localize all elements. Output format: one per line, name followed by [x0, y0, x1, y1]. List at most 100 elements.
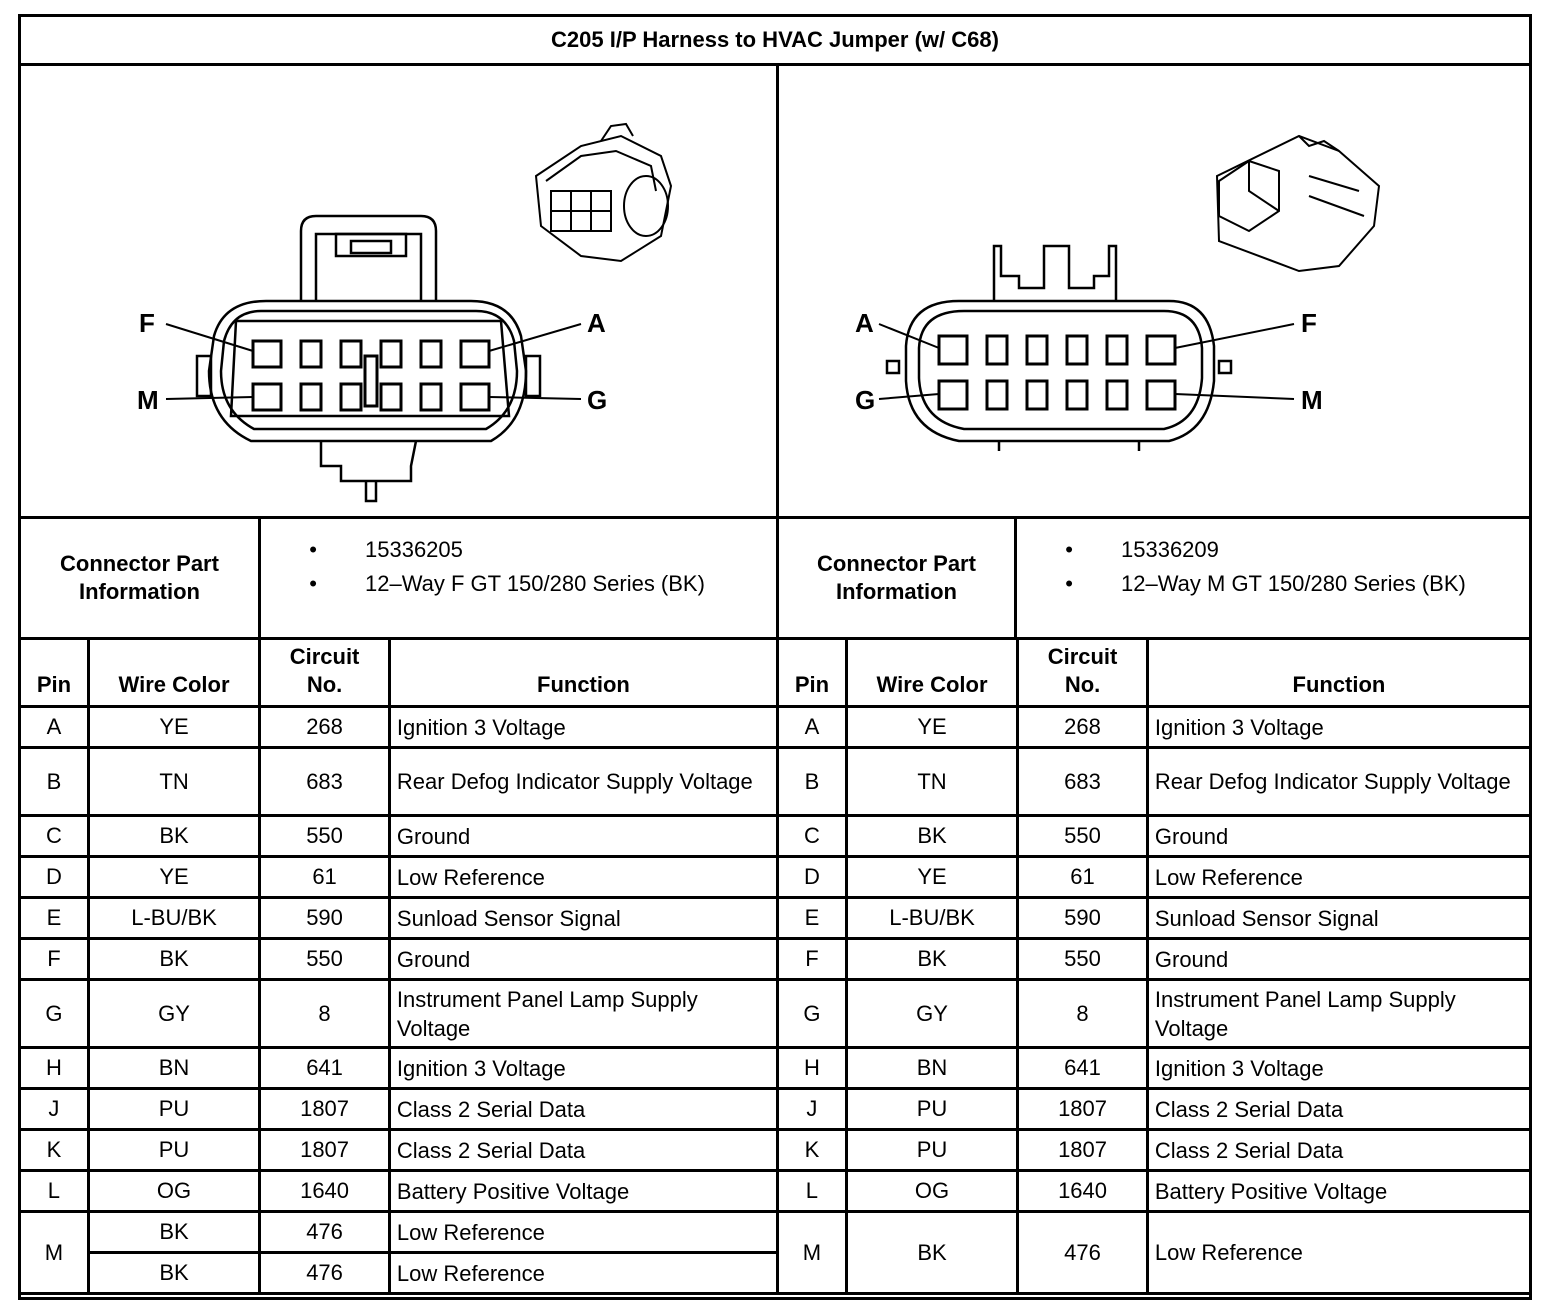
cell-circuit: 61	[1016, 855, 1149, 899]
cell-circuit: 550	[1016, 814, 1149, 858]
cell-function: Instrument Panel Lamp Supply Voltage	[387, 978, 780, 1049]
pin-label-bottom-left: M	[137, 385, 159, 415]
cell-color: PU	[844, 1128, 1020, 1172]
cell-pin: F	[776, 937, 848, 981]
cell-function: Battery Positive Voltage	[1145, 1169, 1533, 1213]
pin-label-bottom-right: G	[587, 385, 607, 415]
cell-color: YE	[844, 705, 1020, 749]
cell-function: Rear Defog Indicator Supply Voltage	[387, 746, 780, 817]
info-list-left: •15336205 •12–Way F GT 150/280 Series (B…	[261, 519, 779, 637]
cell-circuit: 683	[258, 746, 391, 817]
cell-pin: F	[18, 937, 90, 981]
cell-pin: H	[18, 1046, 90, 1090]
part-number-item: •15336205	[309, 537, 463, 562]
cell-function: Low Reference	[1145, 855, 1533, 899]
cell-color: GY	[844, 978, 1020, 1049]
male-pin-cavities	[937, 334, 1177, 411]
cell-function: Low Reference	[387, 855, 780, 899]
cell-color: BK	[86, 1251, 262, 1295]
cell-circuit: 476	[1016, 1210, 1149, 1295]
cell-color: OG	[844, 1169, 1020, 1213]
cell-function: Low Reference	[1145, 1210, 1533, 1295]
header-wire-color: Wire Color	[844, 637, 1020, 708]
female-connector-drawing: F A M G	[137, 122, 673, 503]
female-connector-thumbnail	[534, 122, 673, 263]
cell-circuit: 1807	[258, 1087, 391, 1131]
diagram-title: C205 I/P Harness to HVAC Jumper (w/ C68)	[21, 17, 1529, 66]
cell-pin: H	[776, 1046, 848, 1090]
cell-color: PU	[86, 1087, 262, 1131]
cell-pin: J	[776, 1087, 848, 1131]
connector-art-female: F A M G	[21, 66, 779, 516]
cell-circuit: 550	[258, 814, 391, 858]
cell-pin: C	[18, 814, 90, 858]
cell-color: BK	[844, 1210, 1020, 1295]
cell-pin: M	[18, 1210, 90, 1295]
cell-pin: J	[18, 1087, 90, 1131]
cell-color: YE	[86, 855, 262, 899]
cell-color: BN	[844, 1046, 1020, 1090]
connector-art-male: A F G M	[779, 66, 1529, 516]
cell-color: TN	[844, 746, 1020, 817]
part-number: 15336205	[365, 537, 463, 562]
cell-circuit: 1807	[1016, 1128, 1149, 1172]
cell-color: PU	[86, 1128, 262, 1172]
cell-function: Ground	[1145, 814, 1533, 858]
cell-color: BN	[86, 1046, 262, 1090]
cell-function: Class 2 Serial Data	[387, 1128, 780, 1172]
cell-pin: A	[776, 705, 848, 749]
cell-function: Class 2 Serial Data	[1145, 1087, 1533, 1131]
pin-label-top-left: F	[139, 308, 155, 338]
cell-color: YE	[86, 705, 262, 749]
cell-pin: B	[18, 746, 90, 817]
cell-pin: D	[776, 855, 848, 899]
cell-pin: K	[18, 1128, 90, 1172]
cell-function: Ground	[387, 814, 780, 858]
cell-pin: C	[776, 814, 848, 858]
cell-pin: K	[776, 1128, 848, 1172]
cell-circuit: 1807	[258, 1128, 391, 1172]
cell-circuit: 268	[1016, 705, 1149, 749]
cell-pin: B	[776, 746, 848, 817]
cell-function: Class 2 Serial Data	[1145, 1128, 1533, 1172]
male-connector-drawing: A F G M	[855, 134, 1381, 451]
cell-function: Ground	[387, 937, 780, 981]
pin-label-top-right: F	[1301, 308, 1317, 338]
cell-color: BK	[844, 814, 1020, 858]
cell-color: BK	[86, 814, 262, 858]
cell-color: PU	[844, 1087, 1020, 1131]
cell-circuit: 641	[258, 1046, 391, 1090]
cell-color: BK	[86, 1210, 262, 1254]
cell-pin: A	[18, 705, 90, 749]
female-pin-cavities	[251, 339, 491, 412]
cell-color: TN	[86, 746, 262, 817]
cell-circuit: 8	[258, 978, 391, 1049]
cell-circuit: 590	[258, 896, 391, 940]
cell-circuit: 476	[258, 1251, 391, 1295]
pin-label-top-right: A	[587, 308, 606, 338]
cell-function: Ignition 3 Voltage	[1145, 705, 1533, 749]
cell-circuit: 1640	[258, 1169, 391, 1213]
cell-circuit: 476	[258, 1210, 391, 1254]
cell-pin: L	[18, 1169, 90, 1213]
header-function: Function	[387, 637, 780, 708]
part-number: 15336209	[1121, 537, 1219, 562]
description-item: •12–Way F GT 150/280 Series (BK)	[309, 571, 705, 596]
